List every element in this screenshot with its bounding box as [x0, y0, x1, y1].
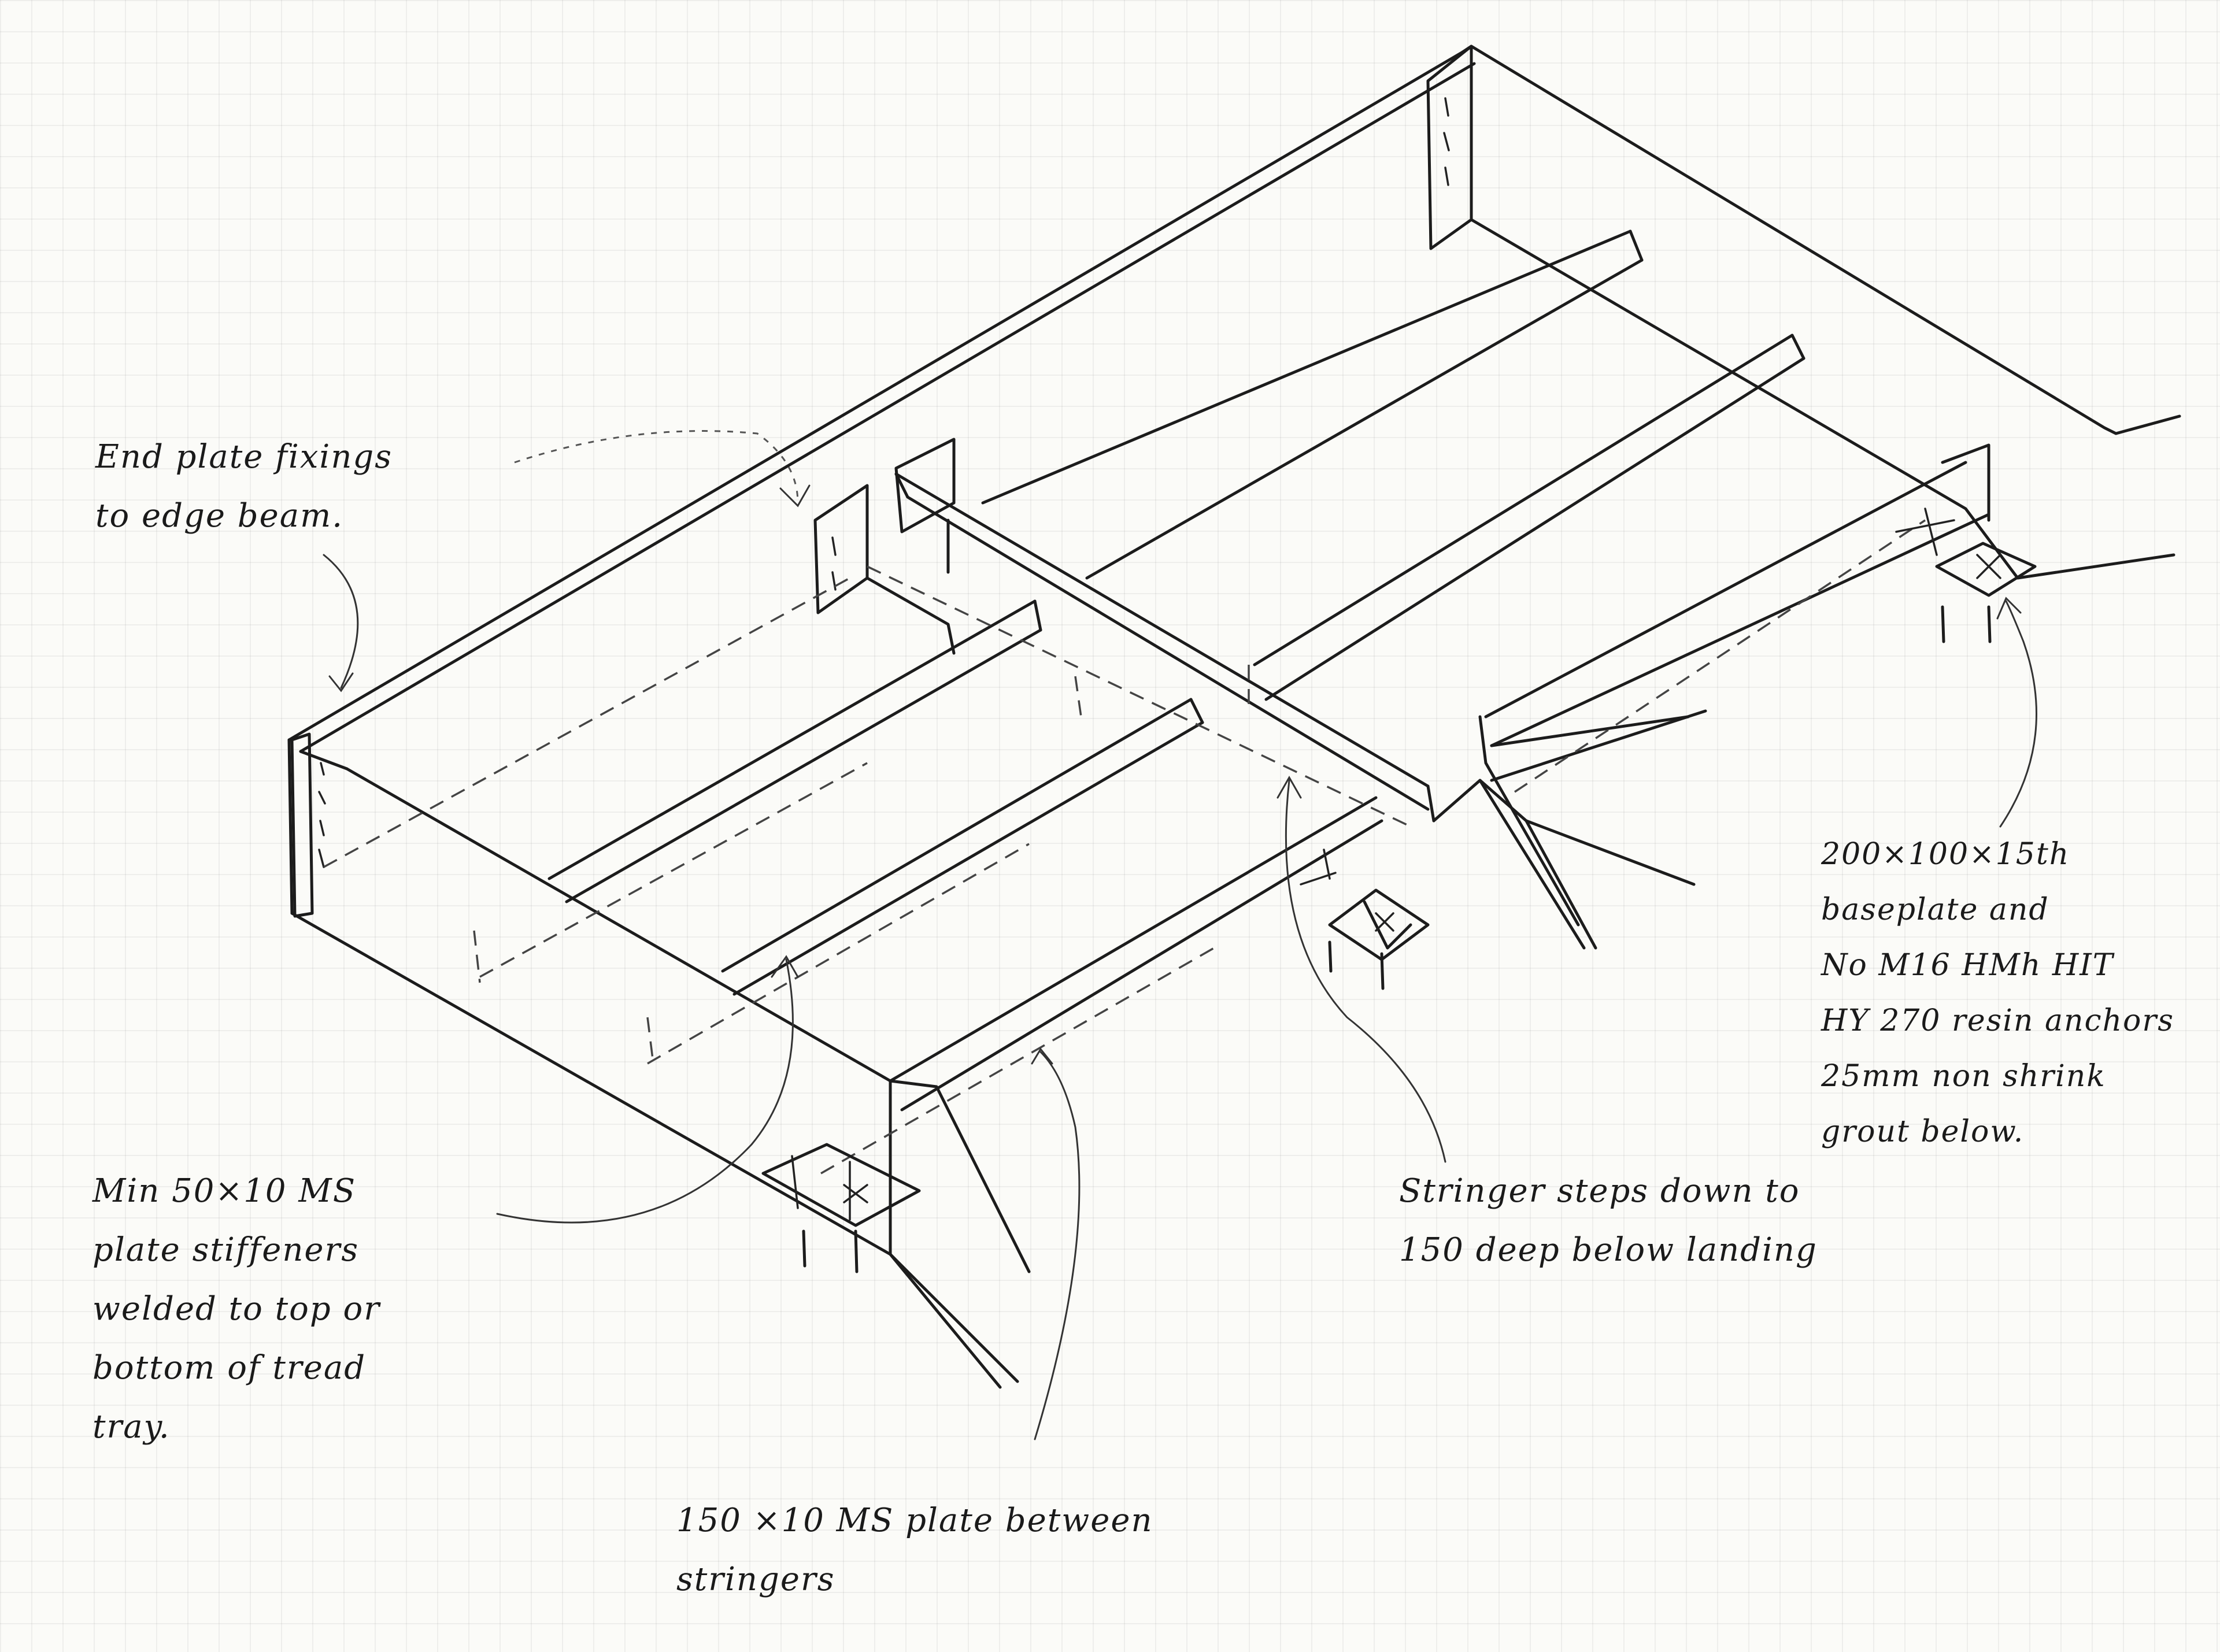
- note-end-plate-fixings: End plate fixings to edge beam.: [95, 438, 393, 535]
- note-stringer-steps-down: Stringer steps down to 150 deep below la…: [1399, 1172, 1818, 1269]
- landing-edge-beams: [287, 45, 2181, 1389]
- baseplate-front-mid: [1300, 849, 1430, 990]
- inner-back-edge: [865, 576, 956, 655]
- descending-stringer: [1432, 709, 1707, 950]
- leader-baseplate: [1999, 600, 2037, 828]
- leader-end-plate: [323, 554, 359, 689]
- baseplate-front-left: [761, 1143, 921, 1273]
- leader-end-plate-back: [514, 430, 799, 503]
- baseplate-right: [1895, 508, 2037, 643]
- leader-lines: [323, 430, 2037, 1440]
- note-plate-between-stringers: 150 ×10 MS plate between stringers: [676, 1502, 1153, 1598]
- inner-right-edge: [1470, 218, 2175, 580]
- note-baseplate-anchors: 200×100×15th baseplate and No M16 HMh HI…: [1821, 837, 2174, 1149]
- leader-plate-between: [1034, 1051, 1081, 1440]
- central-cross-beam: [894, 472, 1435, 823]
- leader-stiffeners: [496, 958, 794, 1224]
- leader-stringer-step: [1285, 779, 1446, 1163]
- hidden-lines: [323, 519, 1926, 1175]
- plates-between-stringers: [547, 229, 1990, 1112]
- end-plate-left-corner: [290, 732, 326, 918]
- note-plate-stiffeners: Min 50×10 MS plate stiffeners welded to …: [92, 1172, 380, 1446]
